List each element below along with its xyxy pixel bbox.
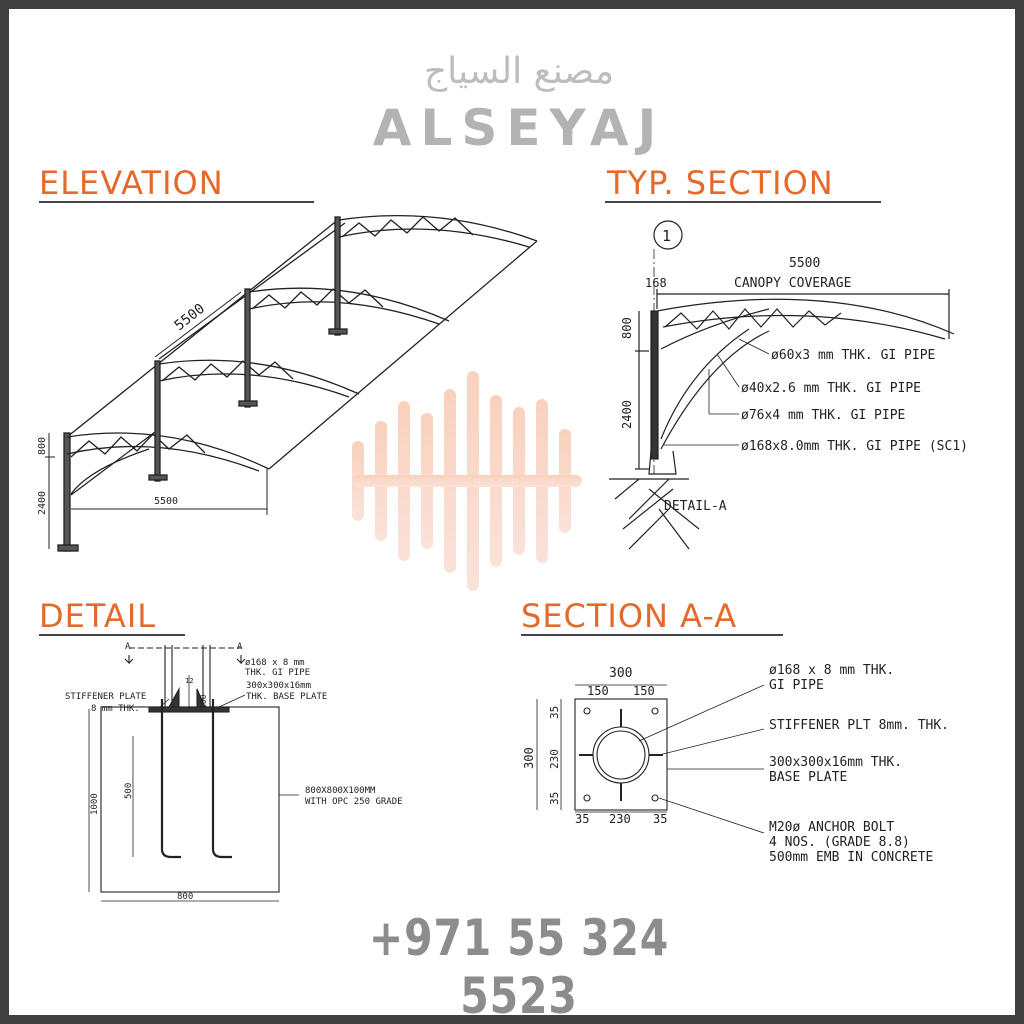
detail-dim-12: 12 <box>185 677 193 685</box>
detail-underline <box>39 634 185 636</box>
typ-section-dim-arch: 800 <box>620 317 634 339</box>
section-aa-pipe-1: ø168 x 8 mm THK. <box>769 663 894 678</box>
typ-section-title: TYP. SECTION <box>607 164 834 202</box>
typ-section-detail-ref: DETAIL-A <box>664 499 727 514</box>
section-aa-dim-35-bl: 35 <box>575 812 589 826</box>
detail-title: DETAIL <box>39 597 157 635</box>
brand-logo-text: ALSEYAJ <box>372 99 666 157</box>
detail-concrete-1: 800X800X100MM <box>305 786 376 796</box>
detail-base-plate-2: THK. BASE PLATE <box>246 692 327 702</box>
detail-drawing <box>88 645 299 902</box>
section-aa-dim-35-top: 35 <box>548 706 561 719</box>
typ-section-coverage-label: CANOPY COVERAGE <box>734 276 851 291</box>
section-aa-anchor-2: 4 NOS. (GRADE 8.8) <box>769 835 910 850</box>
elevation-dim-arch: 800 <box>37 437 48 455</box>
typ-section-underline <box>605 201 881 203</box>
detail-stiffener-1: STIFFENER PLATE <box>65 692 146 702</box>
detail-dim-1000: 1000 <box>90 793 100 815</box>
typ-section-grid-ref: 1 <box>662 227 671 245</box>
phone-number: +971 55 324 5523 <box>368 909 670 1015</box>
detail-stiffener-2: 8 mm THK. <box>91 704 140 714</box>
section-aa-dim-35-bottom: 35 <box>548 792 561 805</box>
section-aa-dim-35-br: 35 <box>653 812 667 826</box>
drawing-sheet: مصنع السياج ALSEYAJ ELEVATION TYP. SECTI… <box>9 9 1015 1015</box>
section-aa-anchor-1: M20ø ANCHOR BOLT <box>769 820 894 835</box>
detail-concrete-2: WITH OPC 250 GRADE <box>305 797 403 807</box>
detail-dim-100: 100 <box>199 694 208 709</box>
section-aa-title: SECTION A-A <box>521 597 738 635</box>
detail-cut-left: A <box>125 642 131 652</box>
elevation-drawing <box>45 214 538 552</box>
section-aa-anchor-3: 500mm EMB IN CONCRETE <box>769 850 933 865</box>
typ-section-drawing <box>609 220 955 550</box>
section-aa-dim-300-left: 300 <box>522 747 536 769</box>
detail-base-plate-1: 300x300x16mm <box>246 681 311 691</box>
section-aa-dim-230-left: 230 <box>548 749 561 769</box>
typ-section-label-2: ø40x2.6 mm THK. GI PIPE <box>741 381 921 396</box>
section-aa-base-1: 300x300x16mm THK. <box>769 755 902 770</box>
brand-arabic-name: مصنع السياج <box>423 51 615 92</box>
elevation-dim-height: 2400 <box>37 491 48 515</box>
typ-section-dim-coverage: 5500 <box>789 256 820 271</box>
section-aa-stiffener: STIFFENER PLT 8mm. THK. <box>769 718 949 733</box>
section-aa-dim-150-right: 150 <box>633 684 655 698</box>
detail-dim-800: 800 <box>177 892 193 902</box>
detail-cut-right: A <box>237 642 243 652</box>
typ-section-label-3: ø76x4 mm THK. GI PIPE <box>741 408 905 423</box>
section-aa-drawing <box>536 684 765 834</box>
section-aa-dim-300-top: 300 <box>609 666 632 681</box>
elevation-underline <box>39 201 314 203</box>
section-aa-dim-150-left: 150 <box>587 684 609 698</box>
section-aa-pipe-2: GI PIPE <box>769 678 824 693</box>
typ-section-dim-168: 168 <box>645 276 667 290</box>
section-aa-base-2: BASE PLATE <box>769 770 847 785</box>
section-aa-dim-230-bottom: 230 <box>609 812 631 826</box>
watermark-logo <box>352 371 582 591</box>
drawing-canvas: 5500 5500 800 2400 <box>37 214 968 902</box>
detail-dim-500: 500 <box>124 783 134 799</box>
typ-section-dim-height: 2400 <box>620 400 634 429</box>
detail-pipe-label-1: ø168 x 8 mm <box>245 658 305 668</box>
typ-section-label-1: ø60x3 mm THK. GI PIPE <box>771 348 935 363</box>
elevation-title: ELEVATION <box>39 164 224 202</box>
detail-pipe-label-2: THK. GI PIPE <box>245 668 310 678</box>
section-aa-underline <box>521 634 783 636</box>
elevation-dim-span: 5500 <box>154 496 178 507</box>
typ-section-label-4: ø168x8.0mm THK. GI PIPE (SC1) <box>741 439 968 454</box>
